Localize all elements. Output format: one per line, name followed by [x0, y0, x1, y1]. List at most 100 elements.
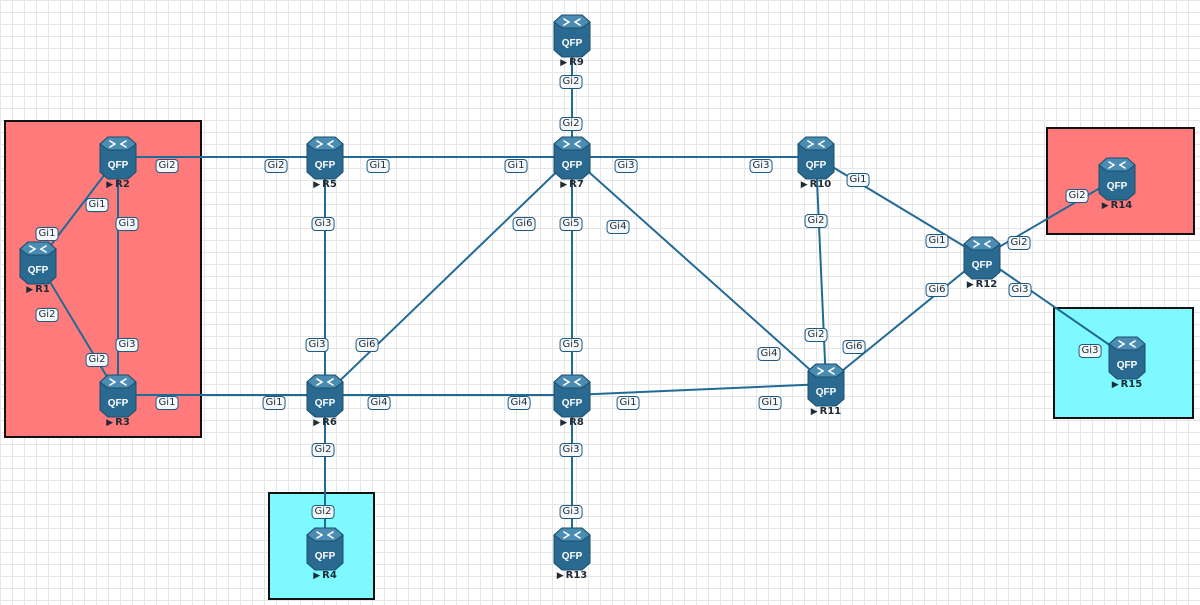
interface-label-r7-gi3[interactable]: Gi3: [614, 159, 638, 173]
router-r10[interactable]: QFP ▶R10: [792, 134, 840, 192]
interface-label-r7-gi5[interactable]: Gi5: [559, 217, 583, 231]
router-r12[interactable]: QFP ▶R12: [958, 234, 1006, 292]
qfp-badge: QFP: [806, 160, 827, 171]
interface-label-r3-gi2[interactable]: Gi2: [85, 353, 109, 367]
qfp-router-icon: QFP: [306, 527, 344, 571]
router-label: ▶R7: [538, 179, 606, 190]
interface-label-r7-gi6[interactable]: Gi6: [512, 217, 536, 231]
router-label: ▶R8: [538, 417, 606, 428]
link-r12-r15[interactable]: [981, 256, 1128, 358]
interface-label-r10-gi2[interactable]: Gi2: [804, 214, 828, 228]
interface-label-r6-gi2[interactable]: Gi2: [311, 443, 335, 457]
interface-label-r5-gi1[interactable]: Gi1: [366, 159, 390, 173]
interface-label-r2-gi1[interactable]: Gi1: [85, 198, 109, 212]
interface-label-r11-gi4[interactable]: Gi4: [757, 347, 781, 361]
interface-label-r1-gi2[interactable]: Gi2: [35, 308, 59, 322]
router-r5[interactable]: QFP ▶R5: [301, 134, 349, 192]
router-r8[interactable]: QFP ▶R8: [548, 372, 596, 430]
qfp-router-icon: QFP: [553, 14, 591, 58]
router-name: R13: [565, 570, 588, 581]
router-r7[interactable]: QFP ▶R7: [548, 134, 596, 192]
interface-label-r14-gi2[interactable]: Gi2: [1065, 189, 1089, 203]
qfp-badge: QFP: [1117, 360, 1138, 371]
link-r11-r12[interactable]: [825, 256, 983, 385]
interface-label-r6-gi6[interactable]: Gi6: [355, 338, 379, 352]
router-label: ▶R2: [84, 179, 152, 190]
play-icon: ▶: [313, 571, 321, 581]
interface-label-r8-gi1[interactable]: Gi1: [616, 396, 640, 410]
router-name: R10: [809, 179, 832, 190]
router-r14[interactable]: QFP ▶R14: [1093, 155, 1141, 213]
interface-label-r5-gi2[interactable]: Gi2: [264, 159, 288, 173]
router-r9[interactable]: QFP ▶R9: [548, 12, 596, 70]
interface-label-r8-gi5[interactable]: Gi5: [559, 338, 583, 352]
interface-label-r8-gi4[interactable]: Gi4: [507, 396, 531, 410]
router-r13[interactable]: QFP ▶R13: [548, 525, 596, 583]
router-name: R6: [322, 417, 337, 428]
qfp-router-icon: QFP: [553, 136, 591, 180]
qfp-router-icon: QFP: [553, 374, 591, 418]
qfp-badge: QFP: [972, 260, 993, 271]
interface-label-r8-gi3[interactable]: Gi3: [559, 443, 583, 457]
interface-label-r2-gi2[interactable]: Gi2: [155, 159, 179, 173]
router-r4[interactable]: QFP ▶R4: [301, 525, 349, 583]
interface-label-r11-gi6[interactable]: Gi6: [842, 340, 866, 354]
router-r15[interactable]: QFP ▶R15: [1103, 334, 1151, 392]
interface-label-r12-gi2[interactable]: Gi2: [1007, 236, 1031, 250]
qfp-badge: QFP: [562, 398, 583, 409]
router-r3[interactable]: QFP ▶R3: [94, 372, 142, 430]
interface-label-r3-gi1[interactable]: Gi1: [155, 396, 179, 410]
play-icon: ▶: [560, 418, 568, 428]
router-r6[interactable]: QFP ▶R6: [301, 372, 349, 430]
qfp-badge: QFP: [108, 160, 129, 171]
router-label: ▶R13: [538, 570, 606, 581]
router-name: R8: [569, 417, 584, 428]
interface-label-r13-gi3[interactable]: Gi3: [559, 505, 583, 519]
link-r12-r14[interactable]: [981, 177, 1118, 258]
interface-label-r2-gi3[interactable]: Gi3: [115, 217, 139, 231]
router-label: ▶R4: [291, 570, 359, 581]
interface-label-r4-gi2[interactable]: Gi2: [311, 505, 335, 519]
interface-label-r12-gi6[interactable]: Gi6: [925, 283, 949, 297]
link-r7-r6[interactable]: [324, 156, 573, 396]
router-r1[interactable]: QFP ▶R1: [14, 239, 62, 297]
play-icon: ▶: [556, 571, 564, 581]
link-r1-r3[interactable]: [37, 261, 119, 396]
interface-label-r1-gi1[interactable]: Gi1: [35, 227, 59, 241]
play-icon: ▶: [560, 180, 568, 190]
interface-label-r7-gi2[interactable]: Gi2: [559, 117, 583, 131]
interface-label-r15-gi3[interactable]: Gi3: [1078, 344, 1102, 358]
qfp-badge: QFP: [315, 398, 336, 409]
interface-label-r5-gi3[interactable]: Gi3: [311, 217, 335, 231]
qfp-badge: QFP: [562, 160, 583, 171]
link-r8-r11[interactable]: [571, 383, 827, 396]
router-name: R11: [819, 406, 842, 417]
link-r10-r12[interactable]: [815, 156, 983, 258]
interface-label-r9-gi2[interactable]: Gi2: [559, 75, 583, 89]
router-label: ▶R12: [948, 279, 1016, 290]
interface-label-r12-gi1[interactable]: Gi1: [925, 234, 949, 248]
play-icon: ▶: [810, 407, 818, 417]
interface-label-r6-gi4[interactable]: Gi4: [367, 396, 391, 410]
interface-label-r7-gi4[interactable]: Gi4: [606, 220, 630, 234]
router-label: ▶R14: [1083, 200, 1151, 211]
interface-label-r10-gi3[interactable]: Gi3: [749, 159, 773, 173]
link-r7-r11[interactable]: [571, 156, 827, 385]
qfp-router-icon: QFP: [1098, 157, 1136, 201]
router-name: R9: [569, 57, 584, 68]
router-label: ▶R11: [792, 406, 860, 417]
interface-label-r6-gi3[interactable]: Gi3: [305, 338, 329, 352]
interface-label-r12-gi3[interactable]: Gi3: [1008, 283, 1032, 297]
interface-label-r7-gi1[interactable]: Gi1: [504, 159, 528, 173]
qfp-badge: QFP: [108, 398, 129, 409]
interface-label-r3-gi3[interactable]: Gi3: [115, 338, 139, 352]
qfp-badge: QFP: [28, 265, 49, 276]
router-r11[interactable]: QFP ▶R11: [802, 361, 850, 419]
router-r2[interactable]: QFP ▶R2: [94, 134, 142, 192]
interface-label-r11-gi2[interactable]: Gi2: [804, 328, 828, 342]
link-r10-r11[interactable]: [815, 156, 827, 385]
interface-label-r6-gi1[interactable]: Gi1: [262, 396, 286, 410]
play-icon: ▶: [26, 285, 34, 295]
interface-label-r11-gi1[interactable]: Gi1: [758, 396, 782, 410]
interface-label-r10-gi1[interactable]: Gi1: [846, 173, 870, 187]
